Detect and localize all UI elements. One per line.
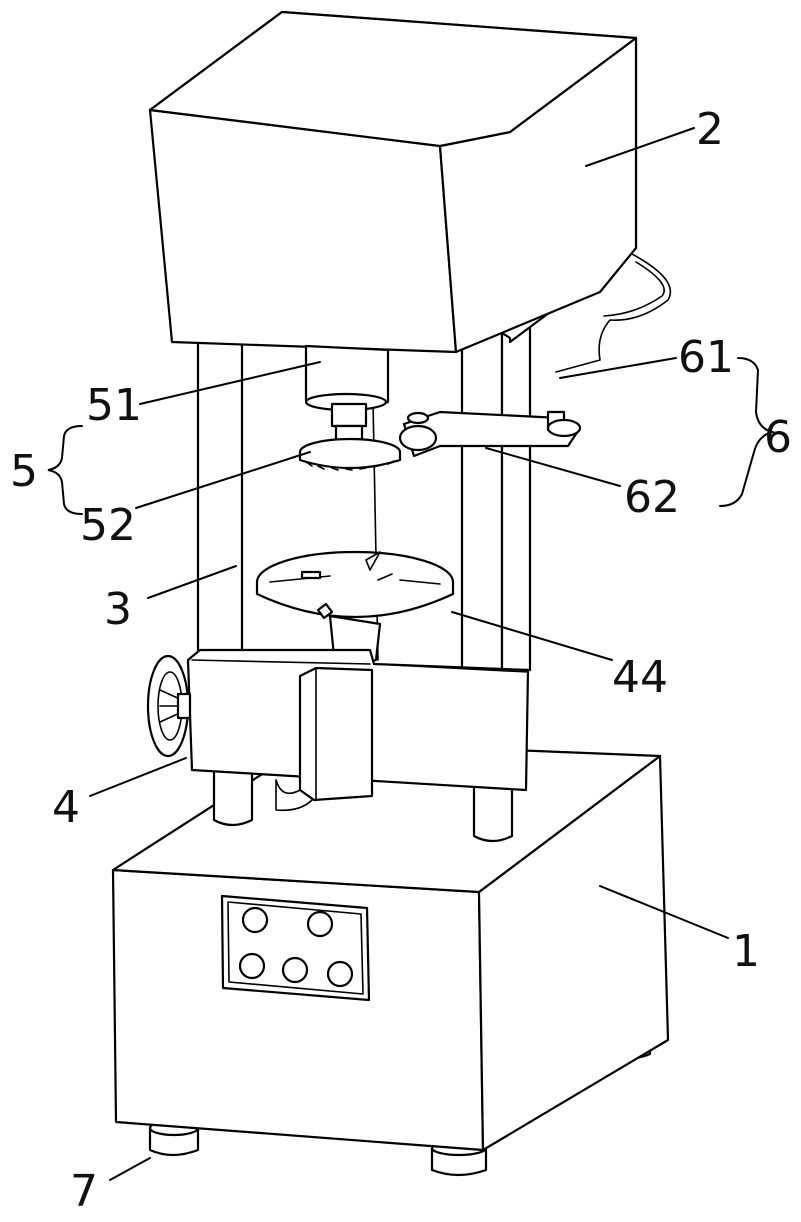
label-base: 1 [732,926,760,977]
spindle [306,346,388,440]
label-head: 2 [696,104,724,155]
control-button [328,962,352,986]
label-group-5: 5 [10,446,38,497]
label-turntable: 44 [612,652,668,703]
control-button [283,958,307,982]
label-group-6: 6 [764,412,792,463]
base-cabinet [113,742,668,1175]
label-spindle: 51 [86,380,142,431]
control-button [243,908,267,932]
label-arm: 62 [624,472,680,523]
saw-blade [300,439,400,470]
control-button [308,912,332,936]
label-column: 3 [104,584,132,635]
label-foot: 7 [70,1166,98,1217]
carriage [148,650,528,810]
label-saw-blade: 52 [80,500,136,551]
turntable [257,552,453,663]
control-panel [222,896,369,1000]
handwheel [148,656,190,756]
label-carriage: 4 [52,782,80,833]
label-hose: 61 [678,332,734,383]
control-button [240,954,264,978]
brace-5 [48,426,82,514]
head-housing [150,12,636,352]
